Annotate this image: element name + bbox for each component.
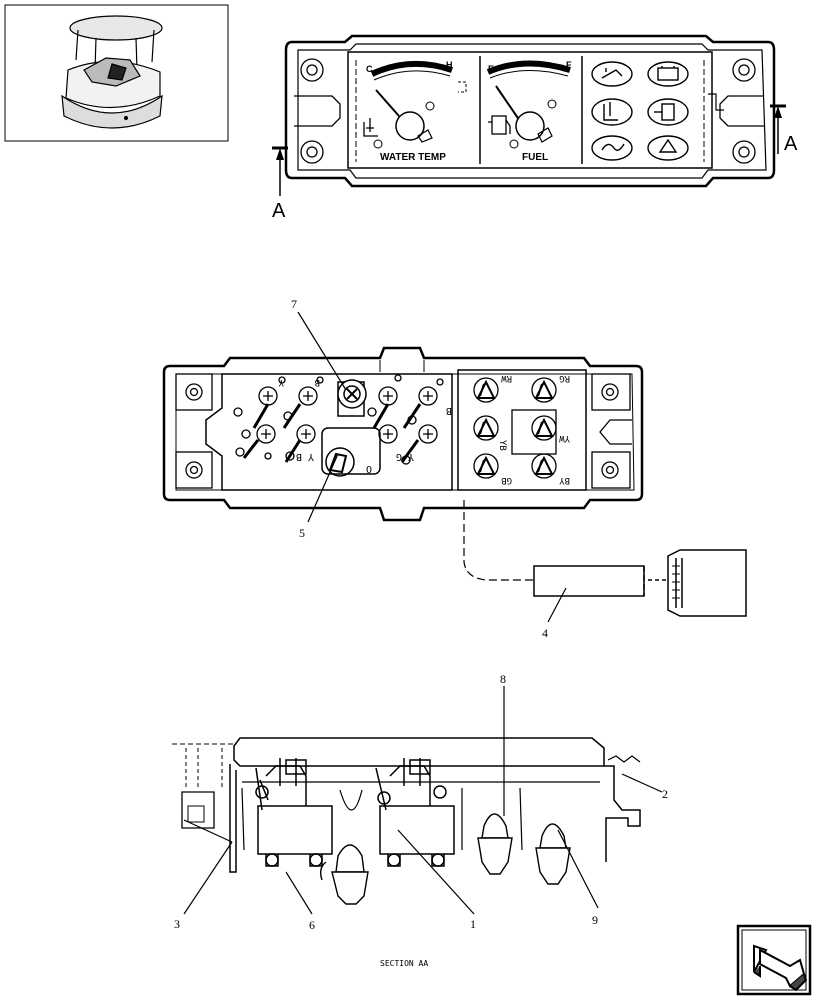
warning-lamp-sockets: RW RG YB YW GB BY [473, 373, 570, 485]
section-marker-right: A [770, 104, 798, 155]
fuel-high-mark: F [566, 60, 572, 70]
callout-4: 4 [542, 626, 548, 640]
oil-pressure-icon [591, 61, 633, 87]
charge-warning-icon [647, 135, 689, 161]
gauge-body-left [255, 758, 333, 867]
callout-6: 6 [309, 918, 315, 932]
section-label: SECTION AA [380, 959, 428, 968]
bulb-socket-9 [535, 823, 571, 885]
wire-label-yg: Y G [396, 451, 414, 462]
instrument-panel-rear: Y B Y B B Y G O [162, 346, 644, 522]
wire-label-yb: Y B [296, 451, 314, 462]
wire-label-by: BY [559, 475, 570, 485]
bulb-socket-center [319, 844, 369, 905]
fuel-gauge: FUEL E F [486, 60, 572, 163]
water-temp-terminals: Y B Y B [233, 376, 324, 463]
wire-label-gb: GB [501, 475, 512, 485]
fuel-terminals: B Y G O [366, 374, 452, 474]
wire-label-yb-right: YB [497, 440, 507, 451]
air-filter-icon [647, 98, 689, 126]
bulb-socket-8 [477, 813, 513, 875]
vehicle-thumbnail [4, 4, 229, 142]
callout-7: 7 [291, 297, 297, 311]
warning-lamp-grid [591, 61, 689, 161]
vehicle-thumbnail-icon [61, 15, 163, 129]
callout-2: 2 [662, 787, 668, 801]
callout-3: 3 [174, 917, 180, 931]
coolant-warning-icon [591, 98, 633, 126]
callout-8: 8 [500, 672, 506, 686]
gauge-body-right [375, 758, 455, 867]
coolant-temp-icon [363, 118, 378, 137]
next-page-arrow-icon [753, 944, 808, 992]
fuel-label: FUEL [522, 152, 548, 163]
center-lamp-assembly [321, 379, 381, 477]
glow-plug-icon [591, 135, 633, 161]
callout-5: 5 [299, 526, 305, 540]
water-temp-low-mark: C [366, 64, 373, 74]
wire-label-y: Y [278, 377, 284, 387]
fuel-pump-icon [488, 115, 511, 135]
wire-label-rg: RG [559, 373, 570, 383]
instrument-panel-front: WATER TEMP C H FUEL E F [284, 34, 776, 188]
water-temp-label: WATER TEMP [380, 152, 446, 163]
next-page-button[interactable] [736, 924, 812, 996]
wire-label-b-center: B [446, 405, 452, 416]
wire-label-rw: RW [501, 373, 512, 383]
battery-icon [647, 61, 689, 87]
callout-1: 1 [470, 917, 476, 931]
callout-9: 9 [592, 913, 598, 927]
section-marker-left: A [272, 146, 288, 222]
spare-bulb-detail [463, 500, 747, 617]
wire-label-o: O [366, 463, 372, 474]
section-aa-view [172, 737, 641, 905]
water-temp-gauge: WATER TEMP C H [363, 60, 453, 163]
section-marker-right-label: A [784, 133, 798, 155]
water-temp-high-mark: H [446, 60, 453, 70]
wire-label-yw: YW [559, 433, 570, 443]
callouts: 7 5 4 8 2 3 6 1 9 [174, 297, 668, 932]
section-marker-left-label: A [272, 200, 286, 222]
fuel-low-mark: E [488, 64, 494, 74]
wire-label-b: B [315, 377, 320, 387]
